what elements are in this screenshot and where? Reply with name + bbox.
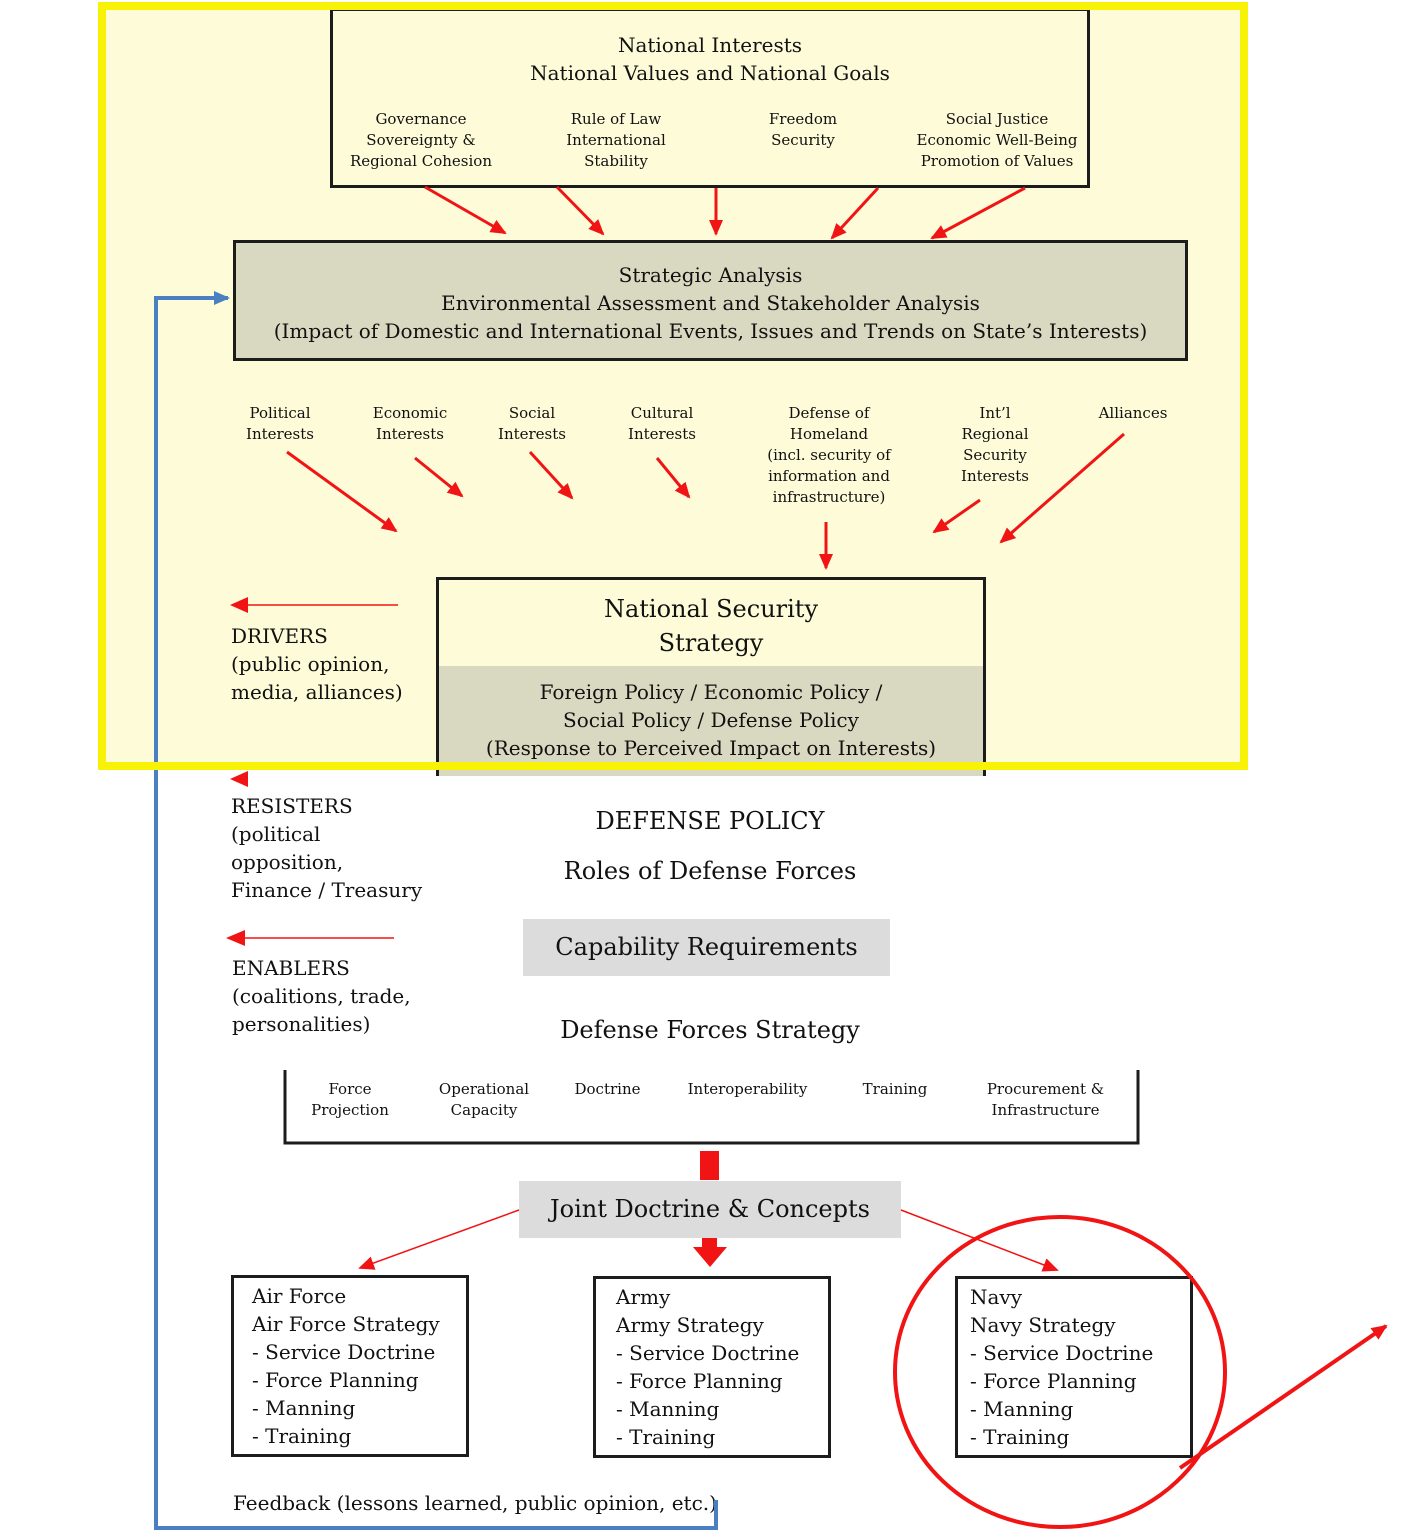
dfs-to-joint-arrow bbox=[700, 1151, 719, 1180]
service-strategy: Army Strategy bbox=[616, 1313, 764, 1337]
service-strategy: Navy Strategy bbox=[970, 1313, 1116, 1337]
service-name: Air Force bbox=[252, 1284, 347, 1308]
dfs-bracket bbox=[283, 1070, 1140, 1145]
capability-requirements-box: Capability Requirements bbox=[523, 919, 890, 976]
joint-doctrine-box: Joint Doctrine & Concepts bbox=[519, 1181, 901, 1238]
nss-policy-box: Foreign Policy / Economic Policy / Socia… bbox=[436, 666, 986, 776]
joint-to-army-arrow bbox=[693, 1238, 727, 1267]
service-strategy: Air Force Strategy bbox=[252, 1312, 440, 1336]
feedback-loop-line bbox=[154, 291, 718, 1530]
national-interests-title: National Interests National Values and N… bbox=[530, 33, 890, 85]
ni-arrows bbox=[424, 185, 1026, 240]
dfs-item-training: Training bbox=[862, 1080, 928, 1098]
defense-forces-strategy-title: Defense Forces Strategy bbox=[560, 1016, 860, 1044]
enablers-label: ENABLERS(coalitions, trade,personalities… bbox=[232, 956, 411, 1036]
interest-arrows bbox=[286, 432, 1125, 570]
service-box-army: Army Army Strategy - Service Doctrine- F… bbox=[593, 1276, 831, 1458]
drivers-label: DRIVERS(public opinion,media, alliances) bbox=[231, 624, 403, 704]
service-name: Army bbox=[616, 1285, 671, 1309]
nss-box: National Security Strategy bbox=[436, 577, 986, 669]
service-name: Navy bbox=[970, 1285, 1023, 1309]
side-arrows bbox=[226, 597, 398, 946]
feedback-label: Feedback (lessons learned, public opinio… bbox=[233, 1491, 717, 1515]
dfs-item-interoperability: Interoperability bbox=[687, 1080, 808, 1098]
navy-outward-arrow bbox=[1178, 1324, 1388, 1470]
service-box-navy: Navy Navy Strategy - Service Doctrine- F… bbox=[955, 1276, 1193, 1458]
defense-policy-title: DEFENSE POLICY bbox=[595, 807, 825, 835]
navy-highlight-circle bbox=[893, 1215, 1227, 1529]
roles-of-defense-forces: Roles of Defense Forces bbox=[563, 857, 857, 885]
interest-alliances: Alliances bbox=[1098, 404, 1168, 422]
dfs-item-procurement: Procurement &Infrastructure bbox=[986, 1080, 1105, 1119]
strategic-analysis-box: Strategic Analysis Environmental Assessm… bbox=[233, 240, 1188, 361]
service-box-air-force: Air Force Air Force Strategy - Service D… bbox=[231, 1275, 469, 1457]
dfs-item-doctrine: Doctrine bbox=[574, 1080, 641, 1098]
